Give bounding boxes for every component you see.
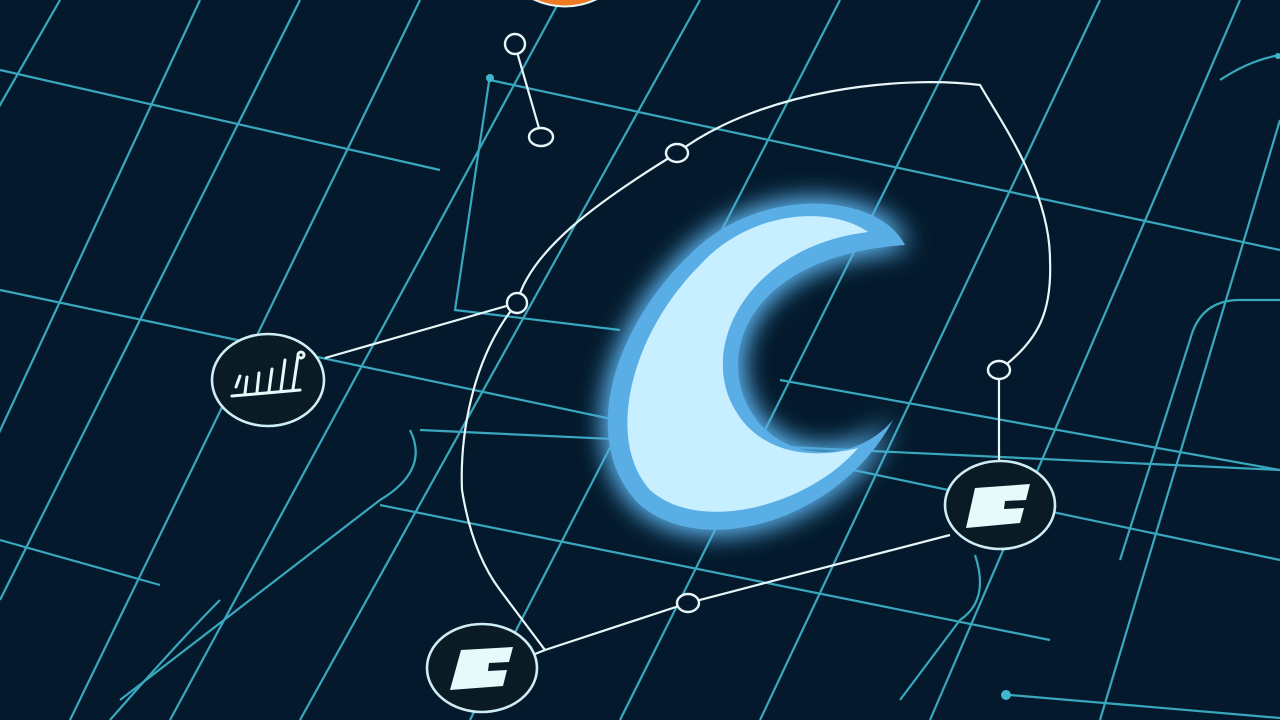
orange-blob-icon [532, 0, 598, 8]
network-connectors [503, 32, 1012, 614]
connector-dot [505, 291, 529, 315]
connector-dot [503, 32, 527, 56]
bar-chart-icon [230, 350, 306, 398]
card-node-right[interactable] [943, 459, 1057, 551]
card-icon [450, 647, 513, 690]
card-icon [966, 484, 1030, 528]
card-node-bottom[interactable] [425, 622, 539, 714]
connector-dot [664, 142, 690, 164]
connector-dot [675, 592, 701, 614]
chart-node[interactable] [210, 332, 326, 428]
connector-dot [986, 359, 1012, 381]
orange-node [532, 0, 598, 8]
network-loop [676, 81, 1052, 371]
grid-dots [486, 53, 1280, 700]
connector-dot [527, 126, 555, 148]
crescent-inner [627, 216, 868, 512]
